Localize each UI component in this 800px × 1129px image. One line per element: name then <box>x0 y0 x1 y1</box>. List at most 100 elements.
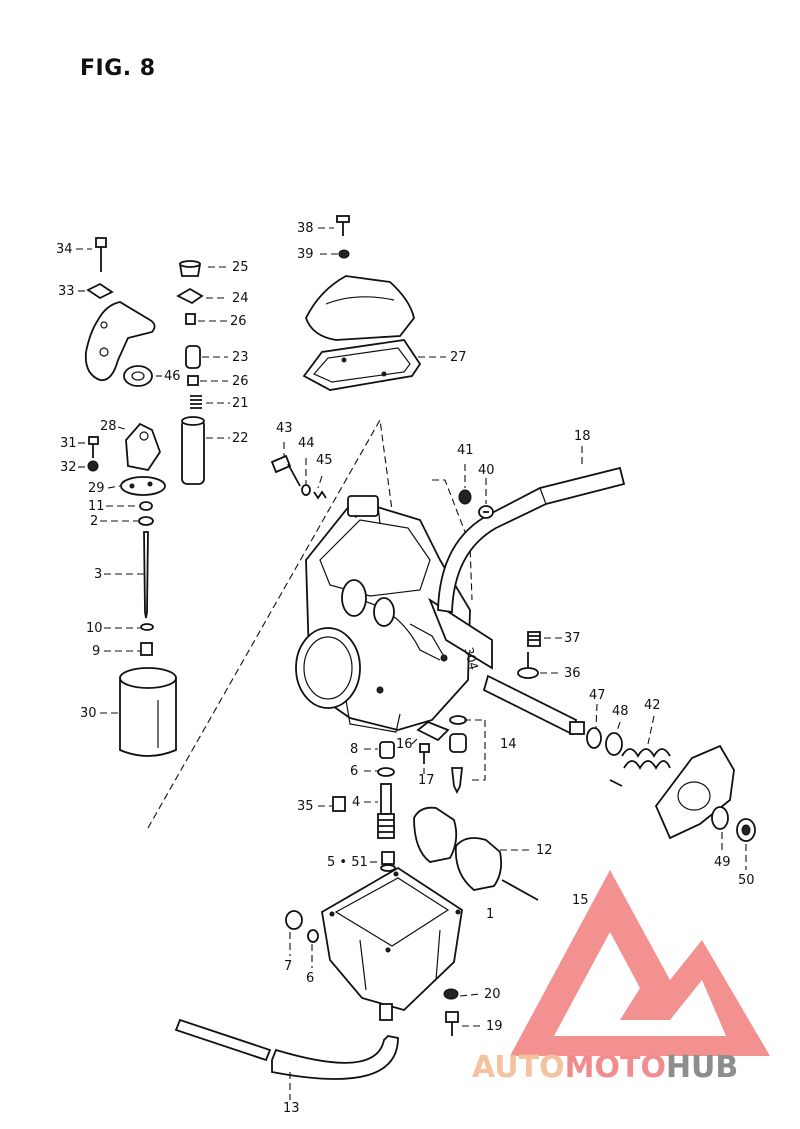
callout-28: 28 <box>100 419 117 434</box>
watermark-hub: HUB <box>665 1050 739 1085</box>
callout-18: 18 <box>574 429 591 444</box>
part-23-tube <box>185 345 201 369</box>
callout-36: 36 <box>564 666 581 681</box>
callout-11: 11 <box>88 499 105 514</box>
callout-44: 44 <box>298 436 315 451</box>
callout-29: 29 <box>88 481 105 496</box>
part-17-screw <box>419 743 430 764</box>
part-11-clip <box>139 501 153 511</box>
watermark-triangle-icon <box>510 870 770 1056</box>
watermark-text: AUTOMOTOHUB <box>472 1050 738 1085</box>
callout-30: 30 <box>80 706 97 721</box>
watermark-auto: AUTO <box>472 1050 565 1085</box>
callout-37: 37 <box>564 631 581 646</box>
callout-9: 9 <box>92 644 101 659</box>
callout-17: 17 <box>418 773 435 788</box>
part-35-plug <box>332 796 346 812</box>
guide-line-left <box>147 418 401 829</box>
callout-48: 48 <box>612 704 629 719</box>
part-18-vent-hose <box>437 466 626 614</box>
part-3-needle <box>143 531 149 619</box>
part-10-ring <box>140 623 154 631</box>
callout-20: 20 <box>484 987 501 1002</box>
part-26-nut-b <box>187 375 199 386</box>
part-45-spring <box>313 490 327 500</box>
part-47-washer <box>586 727 602 749</box>
part-36-screw <box>517 652 539 679</box>
part-14-oring <box>449 715 467 725</box>
callout-6-upper: 6 <box>350 764 359 779</box>
part-13-drain-hose <box>174 1018 272 1062</box>
part-12-float <box>413 806 503 891</box>
callout-12: 12 <box>536 843 553 858</box>
part-9-nut <box>140 642 153 656</box>
part-5-main-jet <box>380 851 396 872</box>
callout-41: 41 <box>457 443 474 458</box>
callout-15: 15 <box>572 893 589 908</box>
callout-14: 14 <box>500 737 517 752</box>
callout-22: 22 <box>232 431 249 446</box>
part-41-washer <box>458 489 472 505</box>
part-46-washer <box>123 365 153 387</box>
callout-34: 34 <box>56 242 73 257</box>
callout-26-upper: 26 <box>230 314 247 329</box>
guide-line-right <box>432 479 473 601</box>
part-43-screw <box>270 454 301 487</box>
part-39-washer <box>338 249 350 259</box>
callout-2: 2 <box>90 514 99 529</box>
watermark-logo <box>510 870 770 1056</box>
callout-26-lower: 26 <box>232 374 249 389</box>
part-26-nut-a <box>185 313 196 325</box>
part-8-jet <box>379 741 395 759</box>
callout-38: 38 <box>297 221 314 236</box>
callout-43: 43 <box>276 421 293 436</box>
part-25-cap <box>178 260 202 277</box>
part-27-gasket <box>302 339 422 391</box>
callout-13: 13 <box>283 1101 300 1116</box>
callout-46: 46 <box>164 369 181 384</box>
callout-39: 39 <box>297 247 314 262</box>
callout-6-lower: 6 <box>306 971 315 986</box>
callout-7: 7 <box>284 959 293 974</box>
guide-line-jets <box>470 720 486 781</box>
callout-45: 45 <box>316 453 333 468</box>
part-38-screw <box>336 215 350 236</box>
callout-42: 42 <box>644 698 661 713</box>
part-31-screw <box>88 436 99 458</box>
throttle-shaft <box>482 674 578 736</box>
callout-8: 8 <box>350 742 359 757</box>
callout-24: 24 <box>232 291 249 306</box>
top-cover <box>305 275 415 341</box>
part-40-screw <box>478 505 494 519</box>
callout-21: 21 <box>232 396 249 411</box>
part-14-seat <box>449 733 467 753</box>
callout-10: 10 <box>86 621 103 636</box>
part-37-screw <box>527 631 541 647</box>
callout-25: 25 <box>232 260 249 275</box>
part-6-washer-b <box>307 929 319 943</box>
callout-4: 4 <box>352 795 361 810</box>
part-49-washer <box>711 806 729 830</box>
callout-32: 32 <box>60 460 77 475</box>
carburetor-body <box>295 495 493 733</box>
part-14-needle <box>450 767 464 795</box>
callout-33: 33 <box>58 284 75 299</box>
callout-35: 35 <box>297 799 314 814</box>
callout-19: 19 <box>486 1019 503 1034</box>
part-6-washer-a <box>377 767 395 777</box>
part-42-spring <box>609 748 671 787</box>
part-21-spring <box>190 395 202 409</box>
callout-31: 31 <box>60 436 77 451</box>
part-1-float-bowl <box>321 866 463 1021</box>
callout-23: 23 <box>232 350 249 365</box>
callout-16: 16 <box>396 737 413 752</box>
part-33-plate <box>86 282 114 300</box>
callout-40: 40 <box>478 463 495 478</box>
callout-47: 47 <box>589 688 606 703</box>
part-34-bolt <box>95 237 107 272</box>
part-19-drain-screw <box>445 1011 459 1036</box>
part-16-plate <box>416 720 450 742</box>
callout-5-51: 5 • 51 <box>327 855 368 870</box>
